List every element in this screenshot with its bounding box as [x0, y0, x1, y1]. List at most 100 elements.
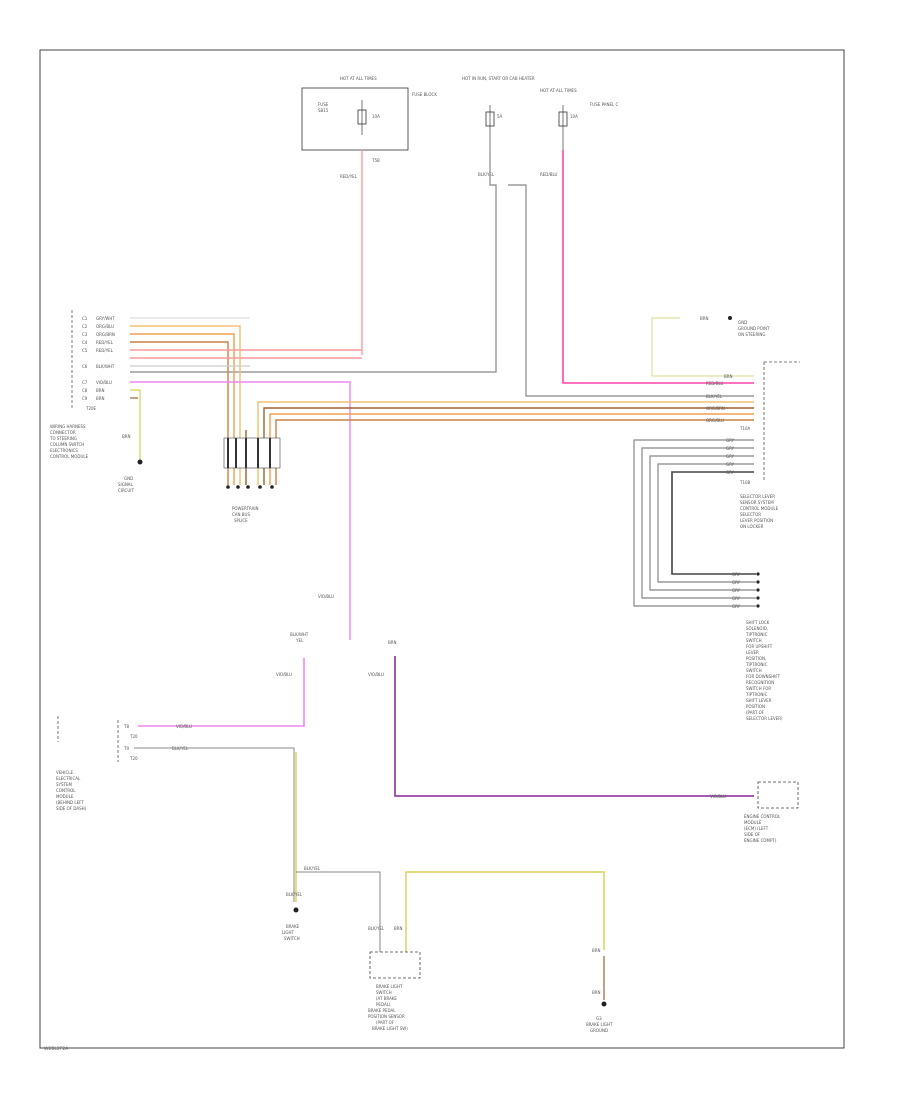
sel-top-connector: T10A [739, 426, 751, 431]
fuse-right-block: FUSE PANEL C [590, 102, 618, 107]
svg-text:ENGINE COMPT): ENGINE COMPT) [744, 838, 777, 843]
footer-code: W2BL2F2A [44, 1046, 69, 1052]
sel-label-5: LEVER POSITION [740, 518, 773, 523]
mid-left-wire-top: BLK/WHT [290, 632, 309, 637]
left-pin-c1: C1 [82, 316, 88, 321]
svg-text:SIDE OF: SIDE OF [744, 832, 761, 837]
shift-wire-3: GRY [732, 588, 741, 593]
left-wire-c4: RED/YEL [96, 340, 114, 345]
svg-text:MODULE: MODULE [56, 794, 74, 799]
svg-text:ENGINE CONTROL: ENGINE CONTROL [744, 814, 781, 819]
wire-blk-yel-right [508, 184, 754, 397]
svg-text:BRAKE: BRAKE [286, 924, 300, 929]
left-wire-c7: VIO/BLU [96, 380, 112, 385]
right-ground-label-1: GND [738, 320, 747, 325]
shift-lock-label: SHIFT LOCK SOLENOID, TIPTRONIC SWITCH FO… [745, 620, 783, 721]
sel-label-2: SENSOR SYSTEM [740, 500, 774, 505]
fuse-left-pin: T5B [371, 158, 380, 163]
fuse-mid-title: HOT IN RUN, START OR CAB HEATER [462, 76, 535, 81]
svg-text:(PART OF: (PART OF [376, 1020, 395, 1025]
svg-text:PEDAL): PEDAL) [376, 1002, 391, 1007]
sel-low-wire-2: GRY [726, 446, 735, 451]
svg-text:BRAKE LIGHT: BRAKE LIGHT [376, 984, 403, 989]
sel-label-6: ON LOCKER [740, 524, 764, 529]
right-ground-label-3: ON STEERING [738, 332, 766, 337]
left-pin-c3: C3 [82, 332, 88, 337]
svg-text:BRAKE LIGHT SW): BRAKE LIGHT SW) [372, 1026, 408, 1031]
svg-text:TIPTRONIC: TIPTRONIC [745, 692, 768, 697]
brake-switch-box [369, 951, 421, 979]
right-ground-icon [728, 316, 732, 320]
svg-text:BRAKE LIGHT: BRAKE LIGHT [586, 1022, 613, 1027]
sel-low-connector: T10B [739, 480, 751, 485]
svg-text:POSITION,: POSITION, [746, 656, 766, 661]
engine-module: VIO/BLU ENGINE CONTROL MODULE (ECM) (LEF… [710, 781, 799, 843]
left-pin-c9: C9 [82, 396, 88, 401]
svg-text:RECOGNITION: RECOGNITION [746, 680, 774, 685]
mid-vio-label: VIO/BLU [318, 594, 334, 599]
wire-red-blu-feed [562, 150, 754, 384]
fuse-box-left: HOT AT ALL TIMES FUSE SB15 10A FUSE BLOC… [301, 76, 437, 179]
svg-text:VEHICLE: VEHICLE [56, 770, 73, 775]
svg-text:SOLENOID,: SOLENOID, [746, 626, 768, 631]
left-connector: T20E [85, 406, 97, 411]
ground-wire-2: BRN [592, 990, 601, 995]
left-wire-c1: GRY/WHT [96, 316, 115, 321]
left-pin-c4: C4 [82, 340, 88, 345]
veh-pin-2: T9 [123, 746, 129, 751]
svg-text:MODULE: MODULE [744, 820, 762, 825]
svg-text:(AT BRAKE: (AT BRAKE [376, 996, 397, 1001]
can-bus-splice: POWERTRAIN CAN BUS SPLICE [223, 401, 754, 523]
left-label-4: COLUMN SWITCH [50, 442, 84, 447]
svg-text:SHIFT LOCK: SHIFT LOCK [746, 620, 770, 625]
fuse-mid: HOT IN RUN, START OR CAB HEATER 5A BLK/Y… [462, 76, 535, 177]
veh-conn-1: T20 [129, 734, 138, 739]
svg-text:POSITION: POSITION [746, 704, 765, 709]
svg-text:SWITCH FOR: SWITCH FOR [746, 686, 771, 691]
fuse-left-wire: RED/YEL [340, 174, 358, 179]
sel-top-wire-1: BRN [724, 374, 733, 379]
left-wire-c2: ORG/BLU [96, 324, 114, 329]
left-ground-icon [137, 459, 143, 465]
left-wire-c3: ORG/BRN [96, 332, 115, 337]
left-wire-c8: BRN [96, 388, 105, 393]
left-pin-c2: C2 [82, 324, 88, 329]
left-label-3: TO STEERING [49, 436, 77, 441]
left-ground-label-1: GND [124, 476, 133, 481]
fuse-right: HOT AT ALL TIMES 10A FUSE PANEL C RED/BL… [540, 88, 618, 177]
svg-text:FOR DOWNSHIFT: FOR DOWNSHIFT [746, 674, 781, 679]
shift-wire-2: GRY [732, 580, 741, 585]
diagram-frame [39, 49, 845, 1049]
bottom-section: BLK/YEL BLK/YEL BRAKE LIGHT SWITCH BLK/Y… [282, 866, 613, 1033]
left-label-6: CONTROL MODULE [50, 454, 89, 459]
veh-wire-1: VIO/BLU [176, 724, 192, 729]
mid-right-wire-label: VIO/BLU [368, 672, 384, 677]
svg-text:POSITION SENSOR: POSITION SENSOR [368, 1014, 405, 1019]
svg-text:G3: G3 [596, 1016, 602, 1021]
bottom-ground-icon [601, 1001, 607, 1007]
brake-wire-2: BRN [394, 926, 403, 931]
svg-text:SIDE OF DASH): SIDE OF DASH) [56, 806, 87, 811]
right-ground-wire: BRN [700, 316, 709, 321]
brake-wire-1: BLK/YEL [368, 926, 385, 931]
fuse-mid-wire: BLK/YEL [478, 172, 495, 177]
mid-left-wire-label: VIO/BLU [276, 672, 292, 677]
svg-text:SHIFT LEVER: SHIFT LEVER [746, 698, 772, 703]
left-pin-c6: C6 [82, 364, 88, 369]
wire-vio-blu-left [138, 658, 305, 727]
left-ground-label-2: SIGNAL [118, 482, 134, 487]
fuse-left-block: FUSE BLOCK [412, 92, 437, 97]
bottom-wire-left2: BLK/YEL [286, 892, 303, 897]
fuse-right-wire: RED/BLU [540, 172, 558, 177]
svg-text:SWITCH: SWITCH [284, 936, 300, 941]
svg-text:(BEHIND LEFT: (BEHIND LEFT [56, 800, 84, 805]
svg-text:TIPTRONIC: TIPTRONIC [745, 632, 768, 637]
right-ground-label-2: GROUND POINT [738, 326, 770, 331]
sel-top-wire-2: RED/BLU [706, 381, 724, 386]
wire-vio-blu-right [394, 656, 754, 797]
veh-conn-2: T20 [129, 756, 138, 761]
svg-text:SWITCH: SWITCH [746, 668, 762, 673]
fuse-right-amp: 10A [570, 114, 578, 119]
sel-low-wire-5: GRY [726, 470, 735, 475]
right-ground-top: BRN GND GROUND POINT ON STEERING [651, 316, 770, 377]
